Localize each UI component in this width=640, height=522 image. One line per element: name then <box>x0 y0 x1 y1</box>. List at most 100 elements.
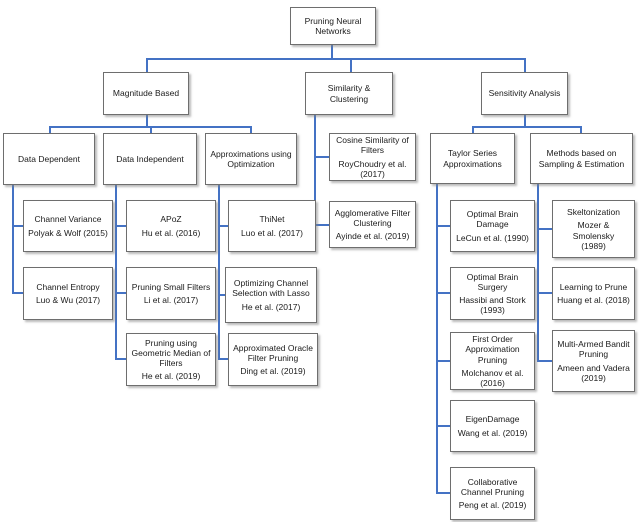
connector-to-sampling <box>580 126 582 134</box>
connector-sensitivity-stem <box>524 115 526 126</box>
node-citation: Ding et al. (2019) <box>240 366 306 376</box>
node-title: Taylor Series Approximations <box>443 148 502 169</box>
node-agglomerative-clustering: Agglomerative Filter Clustering Ayinde e… <box>329 201 416 248</box>
connector-sampling-chain <box>537 184 539 361</box>
node-sensitivity-analysis: Sensitivity Analysis <box>481 72 568 115</box>
connector-stub-brain-surgery <box>436 292 450 294</box>
connector-similarity-chain <box>314 115 316 226</box>
connector-approximations-chain <box>218 185 220 360</box>
node-citation: LeCun et al. (1990) <box>456 232 529 243</box>
node-pruning-small-filters: Pruning Small Filters Li et al. (2017) <box>126 267 216 320</box>
node-title: Channel Variance <box>34 214 102 225</box>
node-citation: Polyak & Wolf (2015) <box>28 227 108 238</box>
node-title: Data Dependent <box>18 153 80 164</box>
node-multi-armed-bandit: Multi-Armed Bandit Pruning Ameen and Vad… <box>552 330 635 392</box>
node-optimal-brain-surgery: Optimal Brain Surgery Hassibi and Stork … <box>450 267 535 320</box>
node-geometric-median: Pruning using Geometric Median of Filter… <box>126 333 216 386</box>
node-title: Pruning Small Filters <box>131 281 211 292</box>
connector-stub-small-filters <box>115 292 126 294</box>
node-title: Methods based on Sampling & Estimation <box>538 148 625 169</box>
node-cosine-similarity: Cosine Similarity of Filters RoyChoudry … <box>329 133 416 181</box>
node-citation: Huang et al. (2018) <box>557 295 630 305</box>
connector-to-data-dependent <box>49 126 51 134</box>
connector-stub-agglomerative <box>314 224 329 226</box>
connector-stub-multi-armed-bandit <box>537 360 552 362</box>
connector-stub-cosine <box>314 156 329 158</box>
node-eigendamage: EigenDamage Wang et al. (2019) <box>450 400 535 452</box>
connector-stub-eigendamage <box>436 425 450 427</box>
node-oracle-pruning: Approximated Oracle Filter Pruning Ding … <box>228 333 318 386</box>
node-channel-entropy: Channel Entropy Luo & Wu (2017) <box>23 267 113 320</box>
node-title: Similarity & Clustering <box>327 83 371 104</box>
connector-stub-lasso <box>218 294 225 296</box>
node-title: Channel Entropy <box>36 281 100 292</box>
connector-stub-channel-variance <box>12 225 23 227</box>
node-thinet: ThiNet Luo et al. (2017) <box>228 200 316 252</box>
node-title: Magnitude Based <box>112 88 180 99</box>
node-citation: Ameen and Vadera (2019) <box>557 362 630 383</box>
connector-root-bus <box>146 58 525 60</box>
connector-to-magnitude <box>146 58 148 72</box>
node-citation: Hu et al. (2016) <box>141 227 201 238</box>
node-citation: Molchanov et al. (2016) <box>461 367 524 388</box>
node-citation: He et al. (2019) <box>141 371 201 382</box>
node-pruning-neural-networks: Pruning Neural Networks <box>290 7 376 45</box>
node-title: Multi-Armed Bandit Pruning <box>557 339 630 360</box>
node-title: Agglomerative Filter Clustering <box>334 207 411 228</box>
node-similarity-clustering: Similarity & Clustering <box>305 72 393 115</box>
node-citation: He et al. (2017) <box>241 301 301 312</box>
node-title: Sensitivity Analysis <box>488 88 561 99</box>
node-title: Approximated Oracle Filter Pruning <box>233 342 313 363</box>
node-optimal-brain-damage: Optimal Brain Damage LeCun et al. (1990) <box>450 200 535 252</box>
node-citation: Wang et al. (2019) <box>457 427 528 438</box>
connector-to-taylor <box>472 126 474 134</box>
connector-to-sensitivity <box>524 58 526 72</box>
node-title: Pruning Neural Networks <box>304 15 362 36</box>
node-title: Pruning using Geometric Median of Filter… <box>131 337 211 368</box>
node-citation: RoyChoudry et al. (2017) <box>338 158 407 179</box>
connector-root-stem <box>331 45 333 58</box>
connector-to-similarity <box>350 58 352 72</box>
connector-stub-skeltonization <box>537 228 552 230</box>
node-title: Data Independent <box>116 153 184 164</box>
node-title: APoZ <box>160 214 182 225</box>
node-title: Learning to Prune <box>559 281 628 292</box>
node-apoz: APoZ Hu et al. (2016) <box>126 200 216 252</box>
node-taylor-series: Taylor Series Approximations <box>430 133 515 184</box>
node-citation: Li et al. (2017) <box>143 295 199 305</box>
node-data-independent: Data Independent <box>103 133 197 185</box>
connector-stub-thinet <box>218 225 228 227</box>
node-citation: Ayinde et al. (2019) <box>335 231 410 241</box>
node-first-order-approximation: First Order Approximation Pruning Molcha… <box>450 332 535 390</box>
node-approximations-optimization: Approximations using Optimization <box>205 133 297 185</box>
node-title: Approximations using Optimization <box>210 148 292 169</box>
connector-taylor-chain <box>436 184 438 494</box>
node-title: ThiNet <box>259 214 285 225</box>
node-learning-to-prune: Learning to Prune Huang et al. (2018) <box>552 267 635 320</box>
connector-magnitude-stem <box>146 115 148 126</box>
connector-to-approximations <box>250 126 252 134</box>
connector-stub-geometric-median <box>115 358 126 360</box>
node-citation: Peng et al. (2019) <box>458 500 527 510</box>
node-title: Optimal Brain Surgery <box>466 271 519 292</box>
node-title: Collaborative Channel Pruning <box>460 476 525 497</box>
node-sampling-estimation: Methods based on Sampling & Estimation <box>530 133 633 184</box>
node-title: EigenDamage <box>465 414 520 425</box>
node-lasso-selection: Optimizing Channel Selection with Lasso … <box>225 267 317 323</box>
connector-stub-apoz <box>115 225 126 227</box>
connector-stub-learning-to-prune <box>537 292 552 294</box>
node-citation: Hassibi and Stork (1993) <box>459 295 526 316</box>
node-citation: Luo & Wu (2017) <box>35 295 101 305</box>
connector-stub-oracle <box>218 358 228 360</box>
node-citation: Luo et al. (2017) <box>241 227 303 238</box>
connector-stub-brain-damage <box>436 225 450 227</box>
connector-stub-channel-entropy <box>12 292 23 294</box>
node-title: Optimizing Channel Selection with Lasso <box>232 278 310 299</box>
connector-stub-collaborative <box>436 492 450 494</box>
node-title: Skeltonization <box>567 207 620 218</box>
node-title: Optimal Brain Damage <box>466 209 519 230</box>
node-title: First Order Approximation Pruning <box>465 334 520 365</box>
node-data-dependent: Data Dependent <box>3 133 95 185</box>
node-collaborative-channel-pruning: Collaborative Channel Pruning Peng et al… <box>450 467 535 520</box>
node-skeltonization: Skeltonization Mozer & Smolensky (1989) <box>552 200 635 258</box>
